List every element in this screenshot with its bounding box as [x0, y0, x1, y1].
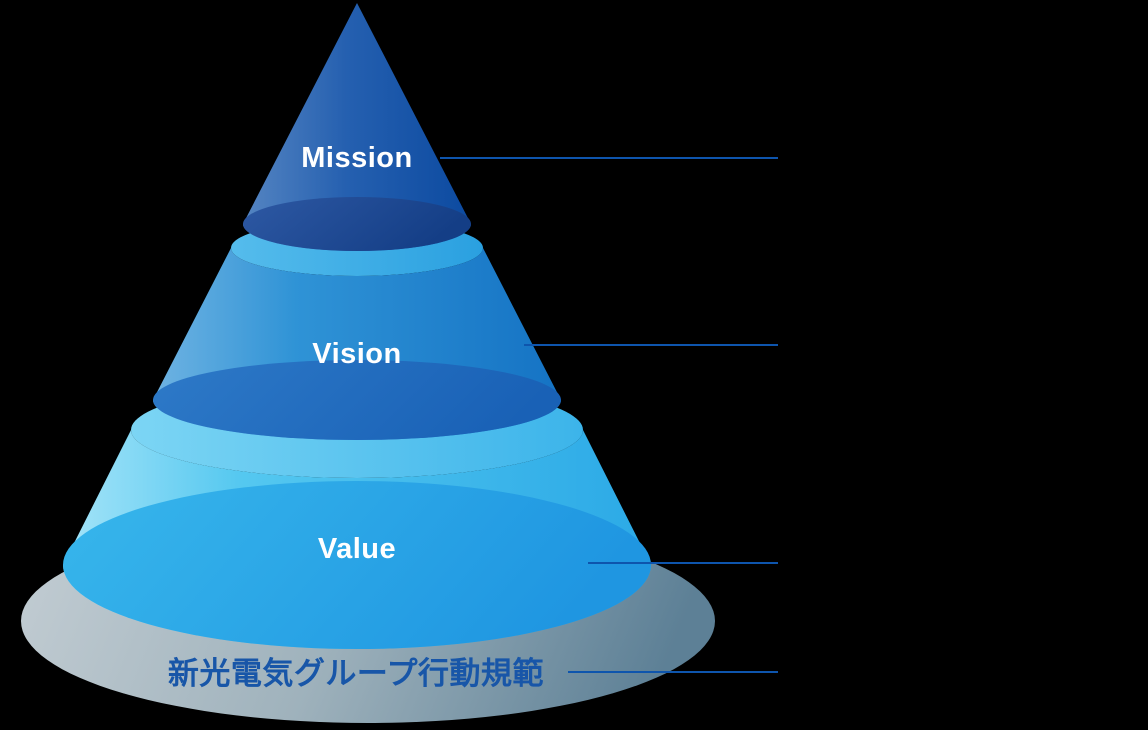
- mission-label: Mission: [301, 142, 412, 174]
- code-of-conduct-label: 新光電気グループ行動規範: [168, 656, 544, 691]
- mission-base-ellipse: [243, 197, 471, 251]
- mission-cone: [243, 3, 471, 251]
- value-label: Value: [318, 533, 396, 565]
- value-front-ellipse: [63, 481, 651, 649]
- vision-front-ellipse: [153, 360, 561, 440]
- vision-label: Vision: [312, 338, 402, 370]
